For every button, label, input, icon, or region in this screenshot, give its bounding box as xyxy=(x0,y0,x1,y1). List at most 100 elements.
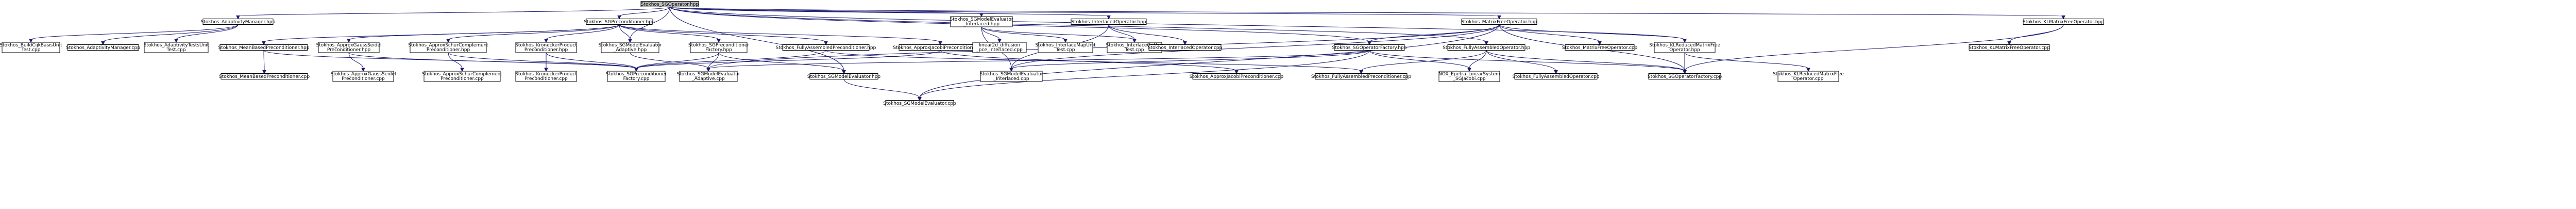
graph-node-box xyxy=(1461,19,1537,25)
graph-node[interactable]: Stokhos_ApproxSchurComplementPreconditio… xyxy=(422,71,502,82)
graph-node-label: Stokhos_MatrixFreeOperator.hpp xyxy=(1461,20,1537,25)
graph-edge xyxy=(348,52,637,69)
graph-edge-arrowhead xyxy=(262,41,266,45)
graph-edge xyxy=(669,7,1500,17)
graph-edge xyxy=(718,52,844,71)
graph-edge xyxy=(263,24,620,42)
graph-edge xyxy=(619,7,670,17)
graph-edge-arrowhead xyxy=(262,70,266,74)
graph-node[interactable]: Stokhos_ApproxGaussSeidelPreconditioner.… xyxy=(330,71,396,82)
graph-node-label: Stokhos_MatrixFreeOperator.cpp xyxy=(1562,45,1638,51)
graph-node-box xyxy=(980,71,1043,82)
graph-node-root[interactable]: Stokhos_SGOperator.hpp xyxy=(640,1,699,8)
graph-edge-arrowhead xyxy=(1009,68,1013,72)
graph-node-label: Stokhos_SGModelEvaluator.hpp xyxy=(807,74,881,79)
graph-node[interactable]: Stokhos_SGOperatorFactory.hpp xyxy=(1332,44,1407,51)
graph-edge-arrowhead xyxy=(938,41,942,45)
graph-edge-arrowhead xyxy=(1683,70,1687,74)
graph-node[interactable]: Stokhos_SGOperatorFactory.cpp xyxy=(1648,73,1722,80)
graph-node[interactable]: Stokhos_AdaptivityManager.cpp xyxy=(66,44,140,51)
graph-edge-arrowhead xyxy=(1497,15,1501,20)
graph-node[interactable]: Stokhos_SGModelEvaluator_Interlaced.cpp xyxy=(979,71,1043,82)
graph-node-label: Operator.hpp xyxy=(1669,47,1700,53)
graph-node[interactable]: Stokhos_InterlacedOperator.hpp xyxy=(1071,19,1147,25)
graph-node-box xyxy=(2,42,60,53)
graph-node-label: _pce_interlaced.cpp xyxy=(976,47,1023,53)
graph-node-box xyxy=(1334,44,1405,51)
graph-node[interactable]: Stokhos_ApproxSchurComplementPreconditio… xyxy=(408,42,488,53)
graph-node-label: Stokhos_InterlacedOperator.hpp xyxy=(1071,20,1146,25)
graph-node[interactable]: Stokhos_KLMatrixFreeOperator.hpp xyxy=(2023,19,2104,25)
graph-edge xyxy=(940,50,1237,71)
graph-node-label: Stokhos_SGModelEvaluator xyxy=(950,17,1013,22)
graph-node-label: Operator.cpp xyxy=(1793,76,1824,82)
graph-edge-arrowhead xyxy=(918,97,922,101)
graph-node[interactable]: linear2d_diffusion_pce_interlaced.cpp xyxy=(972,42,1027,53)
graph-node-label: Stokhos_SGOperatorFactory.hpp xyxy=(1332,45,1407,51)
graph-node-box xyxy=(202,19,274,25)
graph-node[interactable]: Stokhos_MatrixFreeOperator.cpp xyxy=(1562,44,1638,51)
graph-node[interactable]: Stokhos_KroneckerProductPreconditioner.h… xyxy=(515,42,577,53)
graph-edge-arrowhead xyxy=(1132,39,1137,43)
graph-edge xyxy=(669,7,844,71)
graph-node[interactable]: Stokhos_AdaptivityManager.hpp xyxy=(201,19,276,25)
graph-node[interactable]: Stokhos_ApproxJacobiPreconditioner.cpp xyxy=(1190,73,1284,80)
graph-node[interactable]: Stokhos_InterlacedOperator.cpp xyxy=(1148,44,1223,51)
graph-node-label: Stokhos_ApproxGaussSeidel xyxy=(316,43,381,48)
graph-node-box xyxy=(586,19,653,25)
graph-node[interactable]: Stokhos_ApproxGaussSeidelPreconditioner.… xyxy=(316,42,382,53)
graph-edge-arrowhead xyxy=(174,39,178,43)
graph-node-label: Preconditioner.hpp xyxy=(524,47,568,53)
graph-node-label: Stokhos_FullyAssembledOperator.hpp xyxy=(1443,45,1530,51)
graph-node-box xyxy=(1969,44,2050,51)
graph-edge-arrowhead xyxy=(1183,41,1187,45)
graph-node[interactable]: Stokhos_SGModelEvaluator.hpp xyxy=(807,73,881,80)
graph-edge xyxy=(1011,50,1370,69)
graph-node-box xyxy=(607,71,666,82)
graph-edge xyxy=(843,79,920,98)
graph-node[interactable]: NOX_Epetra_LinearSystem_SGJacobi.cpp xyxy=(1438,71,1500,82)
graph-node[interactable]: Stokhos_SGPreconditioner.hpp xyxy=(584,19,655,25)
graph-node-label: Preconditioner.cpp xyxy=(342,76,385,82)
graph-node[interactable]: Stokhos_KroneckerProductPreconditioner.c… xyxy=(515,71,577,82)
graph-node[interactable]: Stokhos_FullyAssembledOperator.hpp xyxy=(1443,44,1530,51)
graph-node-box xyxy=(601,42,659,53)
graph-node-box xyxy=(1038,42,1093,53)
graph-edge-arrowhead xyxy=(1683,39,1687,43)
graph-node-label: _Interlaced.cpp xyxy=(993,76,1029,82)
graph-node[interactable]: Stokhos_FullyAssembledOperator.cpp xyxy=(1512,73,1600,80)
graph-edge xyxy=(981,26,1066,40)
graph-node[interactable]: Stokhos_SGModelEvaluator.cpp xyxy=(883,100,956,107)
graph-node[interactable]: Stokhos_FullyAssembledPreconditioner.cpp xyxy=(1311,73,1411,80)
graph-node[interactable]: Stokhos_FullyAssembledPreconditioner.hpp xyxy=(776,44,876,51)
graph-node-box xyxy=(1565,44,1635,51)
graph-edge-arrowhead xyxy=(824,41,828,45)
graph-nodes: Stokhos_SGOperator.hppStokhos_Adaptivity… xyxy=(0,1,2104,107)
graph-node[interactable]: Stokhos_MeanBasedPreconditioner.cpp xyxy=(219,73,310,80)
graph-node-label: _Interlaced.hpp xyxy=(963,22,999,27)
graph-edge xyxy=(981,26,1135,40)
graph-node[interactable]: Stokhos_SGModelEvaluator_Adaptive.cpp xyxy=(676,71,740,82)
graph-edge xyxy=(981,26,1000,40)
graph-node-box xyxy=(515,42,577,53)
graph-node-label: linear2d_diffusion xyxy=(979,43,1020,48)
graph-node-label: _SGJacobi.cpp xyxy=(1452,76,1486,82)
graph-node[interactable]: Stokhos_SGModelEvaluator_Adaptive.hpp xyxy=(598,42,662,53)
graph-edge-arrowhead xyxy=(1806,68,1810,72)
graph-node[interactable]: Stokhos_SGModelEvaluator_Interlaced.hpp xyxy=(950,16,1013,27)
graph-edge xyxy=(636,50,826,69)
graph-node[interactable]: Stokhos_MeanBasedPreconditioner.hpp xyxy=(218,44,310,51)
graph-edge-arrowhead xyxy=(2007,41,2011,45)
graph-node[interactable]: Stokhos_MatrixFreeOperator.hpp xyxy=(1461,19,1537,25)
graph-node-label: Preconditioner.hpp xyxy=(427,47,470,53)
graph-node-box xyxy=(515,71,577,82)
graph-node[interactable]: Stokhos_KLMatrixFreeOperator.cpp xyxy=(1969,44,2050,51)
